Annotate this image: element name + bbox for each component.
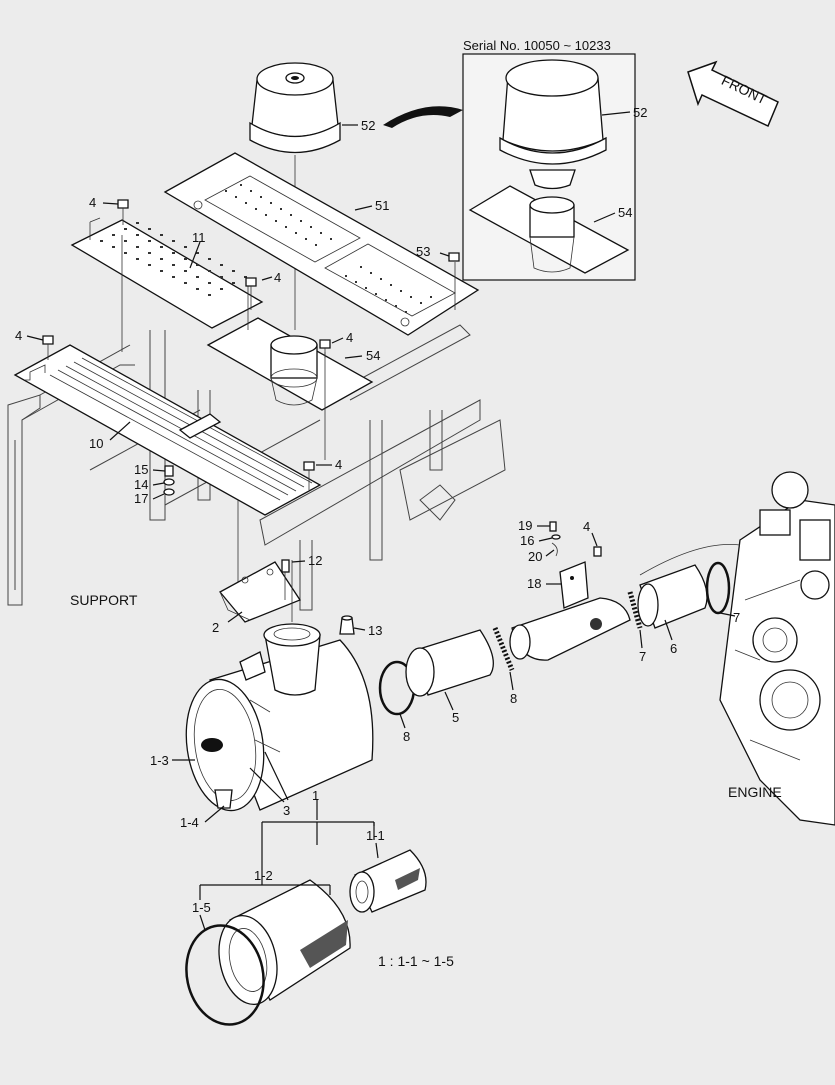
adapter-plate-54 <box>206 285 374 460</box>
callout-18: 18 <box>527 576 541 591</box>
callout-4-b: 4 <box>274 270 281 285</box>
inset-pointer-arrow <box>383 106 463 128</box>
kit-note: 1 : 1-1 ~ 1-5 <box>378 953 454 969</box>
callout-1-2: 1-2 <box>254 868 273 883</box>
callout-1: 1 <box>312 788 319 803</box>
callout-17: 17 <box>134 491 148 506</box>
callout-19: 19 <box>518 518 532 533</box>
callout-leader-lines <box>26 111 736 931</box>
callout-51: 51 <box>375 198 389 213</box>
callout-10: 10 <box>89 436 103 451</box>
callout-4-e: 4 <box>335 457 342 472</box>
callout-1-1: 1-1 <box>366 828 385 843</box>
callout-8-left: 8 <box>403 729 410 744</box>
callout-4-c: 4 <box>15 328 22 343</box>
callout-7-right: 7 <box>733 610 740 625</box>
callout-14: 14 <box>134 477 148 492</box>
callout-3: 3 <box>283 803 290 818</box>
engine-label: ENGINE <box>728 784 782 800</box>
walkway-plate-10 <box>13 344 322 595</box>
primary-element-1-2 <box>218 879 351 1006</box>
callout-20: 20 <box>528 549 542 564</box>
callout-15: 15 <box>134 462 148 477</box>
floor-plate-11 <box>70 217 264 352</box>
callout-labels: 52 51 53 11 4 4 4 4 54 10 15 14 17 4 12 … <box>15 105 740 915</box>
serial-inset-box <box>462 53 636 281</box>
safety-element-1-1 <box>349 849 427 913</box>
bolts-4 <box>42 199 460 490</box>
precleaner-cap-52 <box>249 62 341 330</box>
callout-12: 12 <box>308 553 322 568</box>
callout-2: 2 <box>212 620 219 635</box>
callout-1-4: 1-4 <box>180 815 199 830</box>
hose-6 <box>637 564 708 629</box>
callout-53: 53 <box>416 244 430 259</box>
hose-clamp-7-right <box>705 561 731 615</box>
callout-1-5: 1-5 <box>192 900 211 915</box>
callout-11: 11 <box>192 230 206 245</box>
callout-4-a: 4 <box>89 195 96 210</box>
callout-8-right: 8 <box>510 691 517 706</box>
dust-indicator-13 <box>339 615 355 635</box>
o-ring-1-5 <box>185 924 265 1026</box>
callout-52-main: 52 <box>361 118 375 133</box>
intake-elbow-pipe <box>509 597 631 661</box>
air-cleaner-assembly-1 <box>185 560 374 812</box>
front-direction-arrow: FRONT <box>687 60 779 128</box>
serial-note: Serial No. 10050 ~ 10233 <box>463 38 611 53</box>
hose-clamp-8-right <box>492 627 515 671</box>
callout-54-main: 54 <box>366 348 380 363</box>
callout-16: 16 <box>520 533 534 548</box>
callout-54-inset: 54 <box>618 205 632 220</box>
bracket-18 <box>559 546 602 609</box>
callout-1-3: 1-3 <box>150 753 169 768</box>
callout-4-f: 4 <box>583 519 590 534</box>
bolt-stack-19-16-20 <box>549 521 561 557</box>
mount-bracket-2 <box>218 559 301 623</box>
top-cover-panel-51 <box>163 152 480 336</box>
callout-6: 6 <box>670 641 677 656</box>
support-label: SUPPORT <box>70 592 138 608</box>
callout-13: 13 <box>368 623 382 638</box>
callout-5: 5 <box>452 710 459 725</box>
engine-block <box>639 471 835 826</box>
callout-7-left: 7 <box>639 649 646 664</box>
hose-5 <box>405 629 494 697</box>
bolt-washer-stack <box>163 465 175 496</box>
callout-52-inset: 52 <box>633 105 647 120</box>
callout-4-d: 4 <box>346 330 353 345</box>
